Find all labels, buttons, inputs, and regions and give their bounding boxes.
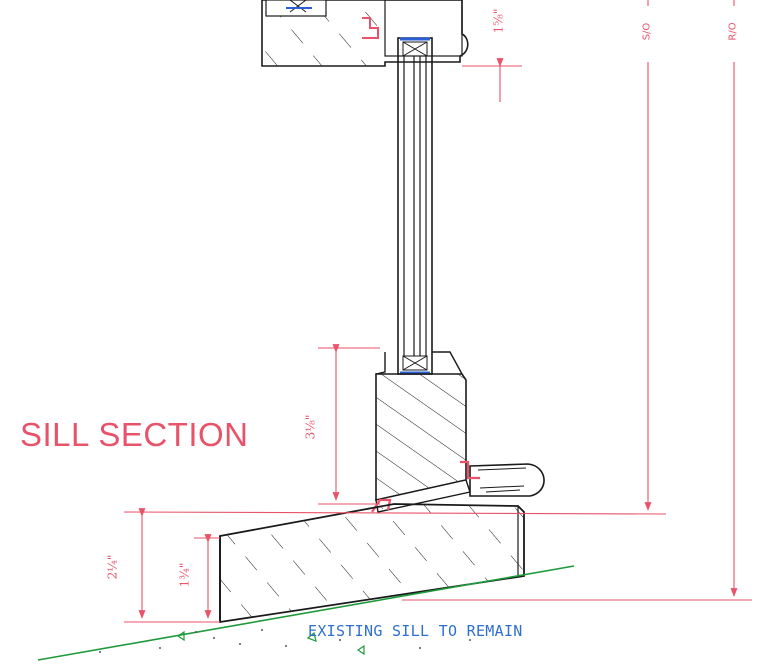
existing-sill xyxy=(219,503,525,624)
grade-line xyxy=(37,565,575,661)
drawing-title: SILL SECTION xyxy=(20,416,249,453)
window-sill xyxy=(371,373,545,513)
rough-opening-label: R/O xyxy=(727,22,739,41)
existing-sill-note: EXISTING SILL TO REMAIN xyxy=(308,622,523,640)
dimension-sill-height: 3⅛" xyxy=(303,414,318,440)
sash-glazing xyxy=(375,37,463,375)
dimension-overall: 2¼" xyxy=(105,554,120,580)
head-jamb xyxy=(261,0,469,67)
dimension-inner: 1¾" xyxy=(177,562,192,588)
dimension-lines xyxy=(123,0,752,623)
dimension-top-gap: 1⅝" xyxy=(491,8,506,34)
sash-opening-label: S/O xyxy=(641,22,653,41)
